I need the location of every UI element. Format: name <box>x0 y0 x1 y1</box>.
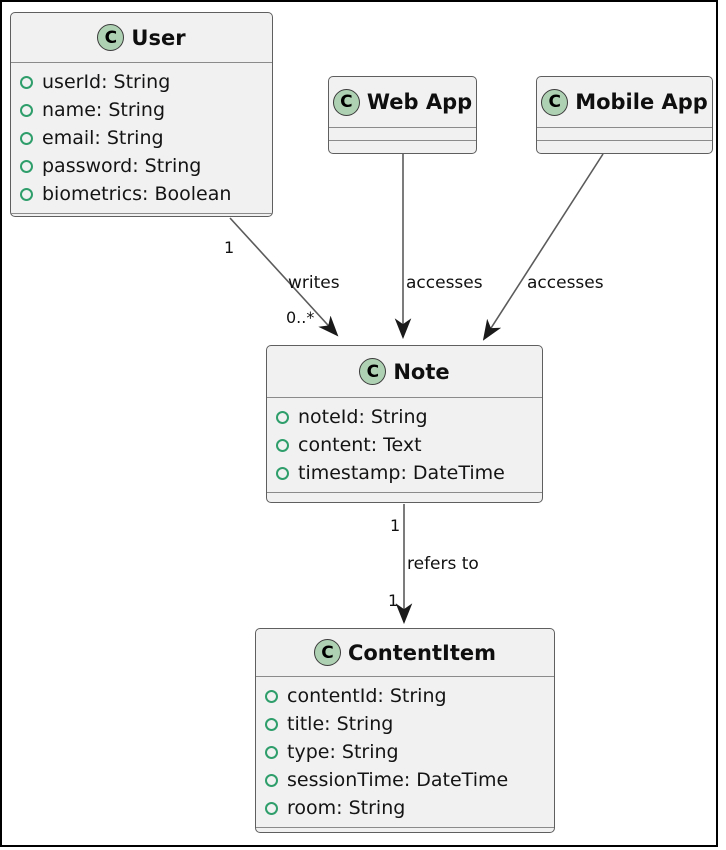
field-visibility-icon <box>276 438 289 452</box>
edge-mobileapp-accesses-note <box>482 153 604 341</box>
attribute-item: noteId: String <box>276 403 534 431</box>
multiplicity-note-source: 1 <box>390 516 401 535</box>
attribute-list-contentitem: contentId: String title: String type: Stri… <box>256 676 554 827</box>
class-box-note: C Note noteId: String content: Text timest… <box>266 345 543 503</box>
field-visibility-icon <box>265 717 278 731</box>
field-visibility-icon <box>20 103 33 117</box>
class-header-mobile-app: C Mobile App <box>537 77 712 127</box>
class-name-mobile-app: Mobile App <box>575 90 708 114</box>
methods-compartment-user <box>11 213 272 216</box>
class-name-user: User <box>131 25 186 50</box>
class-icon: C <box>97 24 125 51</box>
attribute-text: biometrics: Boolean <box>42 183 232 205</box>
field-visibility-icon <box>265 689 278 703</box>
class-header-user: C User <box>11 13 272 62</box>
methods-compartment-contentitem <box>256 827 554 832</box>
multiplicity-contentitem-target: 1 <box>388 591 399 610</box>
class-box-user: C User userId: String name: String email: … <box>10 12 273 217</box>
attribute-text: type: String <box>287 741 399 763</box>
class-header-web-app: C Web App <box>329 77 476 127</box>
edge-user-writes-note <box>229 217 339 337</box>
attribute-item: sessionTime: DateTime <box>265 766 546 794</box>
class-name-web-app: Web App <box>366 90 473 114</box>
class-icon: C <box>332 88 360 116</box>
methods-compartment-mobile-app <box>537 140 712 153</box>
attribute-item: title: String <box>265 710 546 738</box>
attribute-text: userId: String <box>42 71 171 93</box>
field-visibility-icon <box>20 187 33 201</box>
class-box-mobile-app: C Mobile App <box>536 76 713 154</box>
attribute-text: sessionTime: DateTime <box>287 769 509 791</box>
multiplicity-note-target: 0..* <box>286 308 315 327</box>
field-visibility-icon <box>20 75 33 89</box>
class-header-note: C Note <box>267 346 542 397</box>
field-visibility-icon <box>20 159 33 173</box>
edge-label-refers-to: refers to <box>407 554 479 574</box>
attribute-item: content: Text <box>276 431 534 459</box>
field-visibility-icon <box>20 131 33 145</box>
class-icon: C <box>313 639 341 666</box>
attribute-text: noteId: String <box>298 406 428 428</box>
multiplicity-user-source: 1 <box>224 238 235 257</box>
attribute-item: timestamp: DateTime <box>276 459 534 487</box>
attribute-text: name: String <box>42 99 166 121</box>
edge-label-writes: writes <box>288 273 340 293</box>
attribute-text: password: String <box>42 155 202 177</box>
attribute-text: content: Text <box>298 434 422 456</box>
attribute-text: email: String <box>42 127 164 149</box>
class-box-web-app: C Web App <box>328 76 477 154</box>
attribute-item: name: String <box>20 96 264 124</box>
field-visibility-icon <box>276 410 289 424</box>
attribute-text: timestamp: DateTime <box>298 462 505 484</box>
attributes-compartment-mobile-app <box>537 127 712 140</box>
attribute-text: contentId: String <box>287 685 447 707</box>
class-header-contentitem: C ContentItem <box>256 629 554 676</box>
attribute-item: password: String <box>20 152 264 180</box>
field-visibility-icon <box>265 801 278 815</box>
attributes-compartment-web-app <box>329 127 476 140</box>
class-name-contentitem: ContentItem <box>347 640 497 665</box>
methods-compartment-note <box>267 492 542 502</box>
attribute-item: biometrics: Boolean <box>20 180 264 208</box>
field-visibility-icon <box>276 466 289 480</box>
edge-label-accesses-web: accesses <box>406 273 483 293</box>
attribute-text: room: String <box>287 797 406 819</box>
field-visibility-icon <box>265 745 278 759</box>
attribute-item: type: String <box>265 738 546 766</box>
class-box-contentitem: C ContentItem contentId: String title: St… <box>255 628 555 833</box>
attribute-text: title: String <box>287 713 394 735</box>
attribute-item: email: String <box>20 124 264 152</box>
attribute-list-user: userId: String name: String email: String p… <box>11 62 272 213</box>
field-visibility-icon <box>265 773 278 787</box>
methods-compartment-web-app <box>329 140 476 153</box>
attribute-item: contentId: String <box>265 682 546 710</box>
edge-label-accesses-mobile: accesses <box>527 273 604 293</box>
attribute-item: room: String <box>265 794 546 822</box>
attribute-item: userId: String <box>20 68 264 96</box>
class-icon: C <box>541 88 569 116</box>
class-icon: C <box>359 358 387 385</box>
class-name-note: Note <box>393 359 450 384</box>
attribute-list-note: noteId: String content: Text timestamp: Da… <box>267 397 542 492</box>
